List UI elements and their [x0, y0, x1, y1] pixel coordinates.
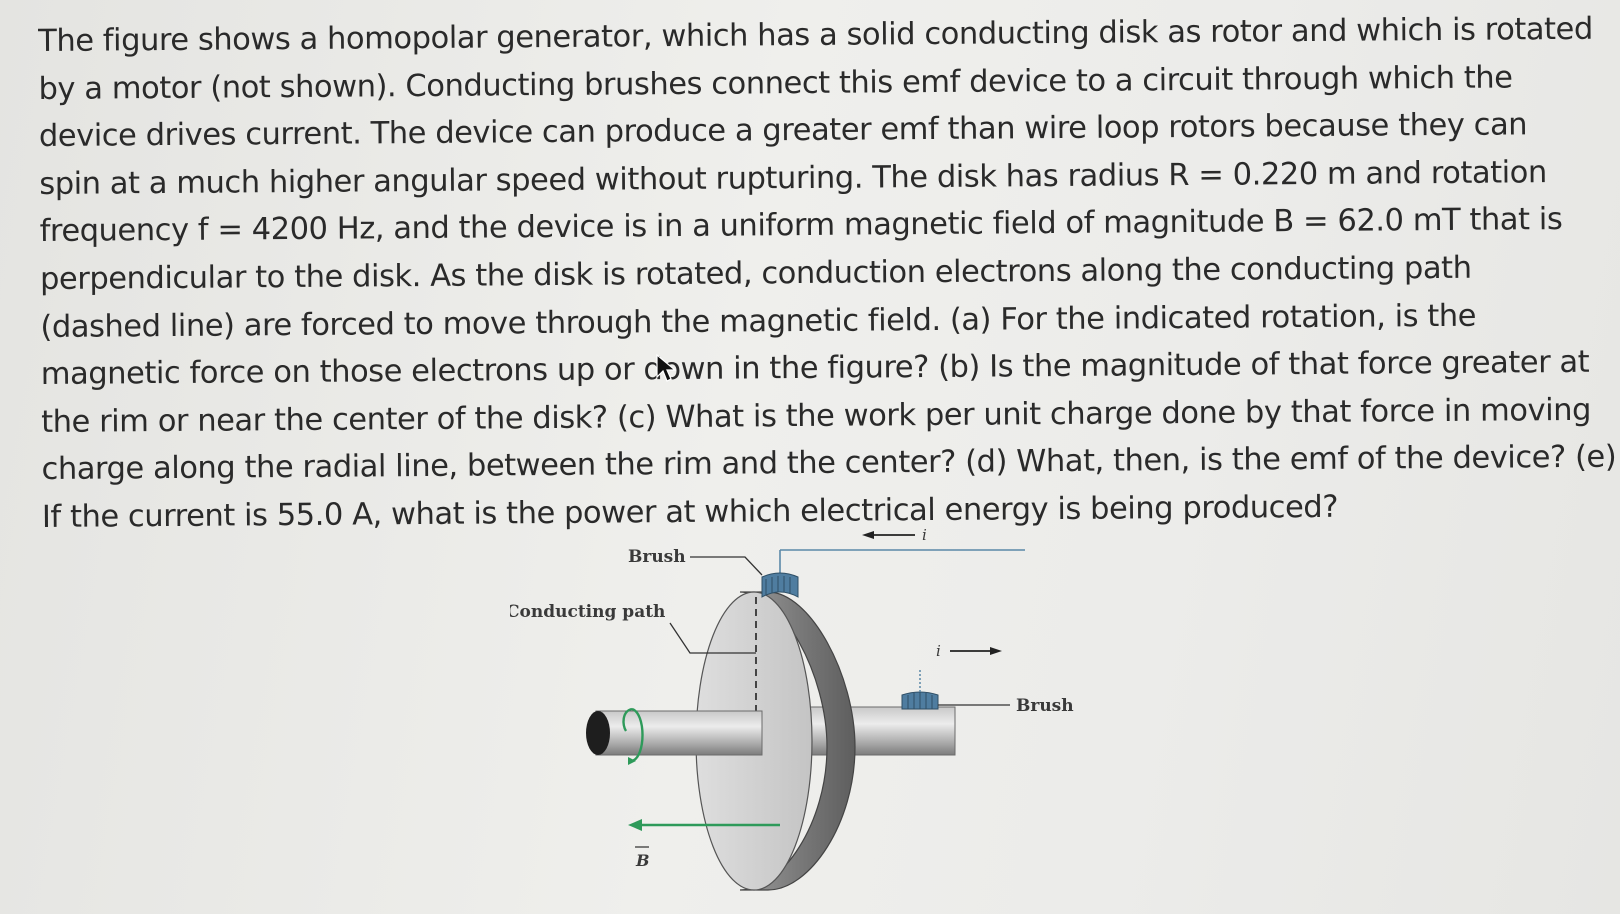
brush-right: [901, 668, 939, 710]
mouse-pointer-icon: [656, 353, 677, 382]
brush-top-label: Brush: [628, 547, 686, 567]
conducting-path-label: Conducting path: [510, 602, 665, 622]
brush-top: [761, 572, 799, 598]
current-label-mid: i: [936, 642, 941, 660]
problem-text: The figure shows a homopolar generator, …: [38, 6, 1616, 542]
brush-right-label-group: Brush: [938, 696, 1074, 716]
top-circuit-wire: [779, 549, 1025, 573]
current-arrow-mid: i: [936, 642, 1002, 660]
homopolar-generator-figure: i: [510, 525, 1110, 914]
field-label: B: [635, 851, 650, 870]
brush-right-label: Brush: [1016, 696, 1074, 716]
brush-top-label-group: Brush: [628, 547, 763, 576]
current-arrow-top: i: [862, 526, 927, 544]
conducting-path-label-group: Conducting path: [510, 602, 756, 654]
disk-rim: [739, 591, 856, 891]
axle-left-end: [586, 711, 610, 755]
current-label-top: i: [922, 526, 927, 544]
magnetic-field-arrow: B: [628, 819, 780, 870]
rotation-arrow: [622, 707, 644, 765]
axle-left: [595, 710, 763, 756]
